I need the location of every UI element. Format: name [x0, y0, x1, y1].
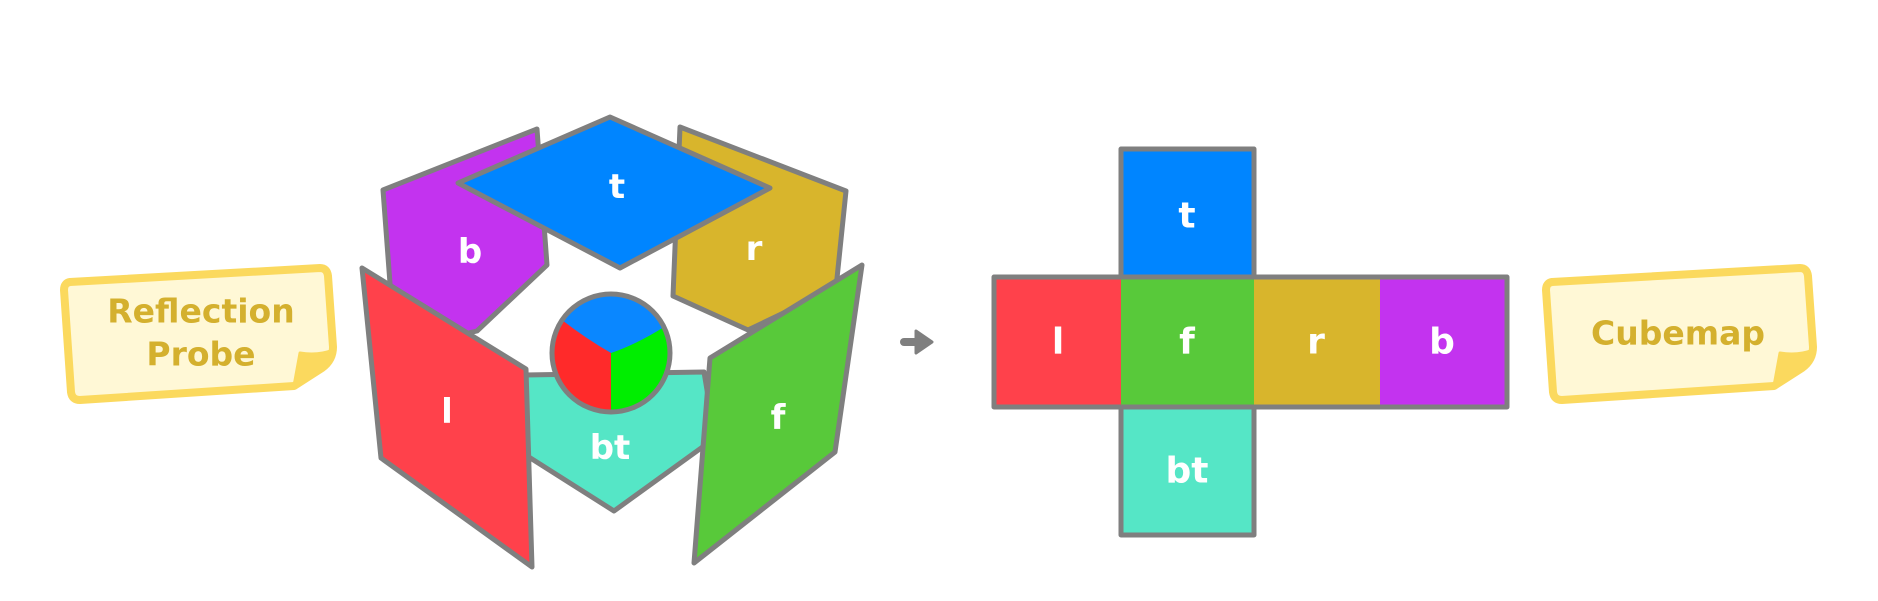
probe-face-front	[691, 262, 865, 566]
cubemap-note: Cubemap	[1542, 264, 1817, 404]
reflection-sphere	[549, 291, 673, 415]
cubemap-label-front: f	[1179, 322, 1195, 363]
reflection-probe-note-curl	[292, 348, 335, 388]
cubemap-label-back: b	[1429, 322, 1455, 363]
cubemap-cross	[991, 146, 1510, 538]
cubemap-face-right	[1254, 277, 1380, 407]
cubemap-face-top	[1118, 146, 1257, 280]
cubemap-note-curl	[1772, 348, 1815, 388]
arrow-right-icon	[900, 329, 934, 355]
probe-label-top: t	[609, 167, 625, 207]
probe-label-right: r	[746, 229, 763, 269]
reflection-probe-label-line1: Reflection	[107, 292, 294, 331]
cubemap-label-left: l	[1052, 322, 1064, 363]
cubemap-face-back	[1380, 277, 1507, 407]
cubemap-label-top: t	[1178, 196, 1195, 237]
cubemap-label: Cubemap	[1591, 314, 1765, 353]
cubemap-face-bottom	[1118, 404, 1257, 538]
probe-label-left: l	[441, 392, 453, 432]
probe-face-left	[359, 265, 535, 570]
probe-face-top	[455, 114, 773, 271]
cubemap-label-bottom: bt	[1166, 451, 1209, 492]
probe-label-front: f	[771, 398, 787, 438]
probe-label-bottom: bt	[590, 428, 631, 468]
reflection-probe-label-line2: Probe	[146, 335, 255, 374]
cubemap-middle-strip-outline	[991, 274, 1510, 410]
cubemap-label-right: r	[1307, 322, 1325, 363]
reflection-probe-note: Reflection Probe	[60, 264, 337, 404]
cubemap-face-left	[994, 277, 1121, 407]
probe-label-back: b	[458, 232, 482, 272]
reflection-probe-cube	[359, 114, 865, 570]
cubemap-face-front	[1121, 277, 1254, 407]
